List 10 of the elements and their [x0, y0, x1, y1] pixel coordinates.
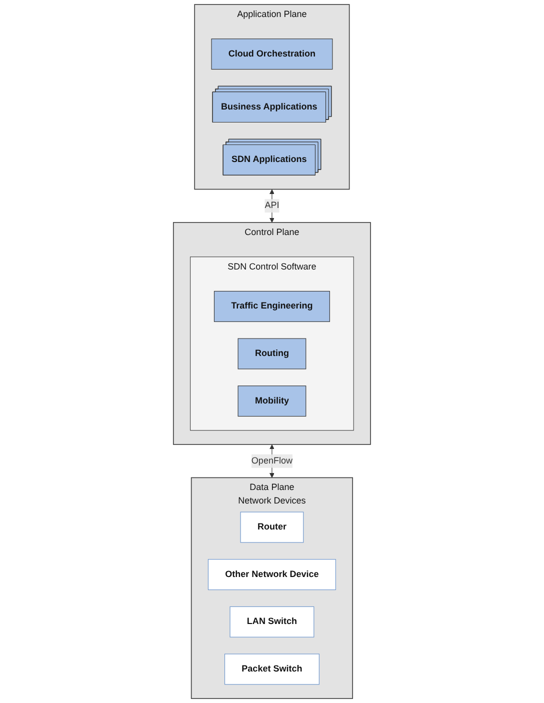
node-box: Mobility [238, 386, 306, 417]
node-box: Routing [238, 338, 306, 370]
node-box: Cloud Orchestration [211, 38, 333, 70]
node-box: LAN Switch [230, 606, 314, 638]
node-box: Traffic Engineering [214, 290, 330, 322]
edge-label: OpenFlow [251, 456, 293, 466]
node-box: Packet Switch [224, 654, 320, 685]
node-box: Router [240, 512, 304, 543]
node-box: Other Network Device [208, 559, 336, 590]
edge-label: API [264, 200, 280, 210]
